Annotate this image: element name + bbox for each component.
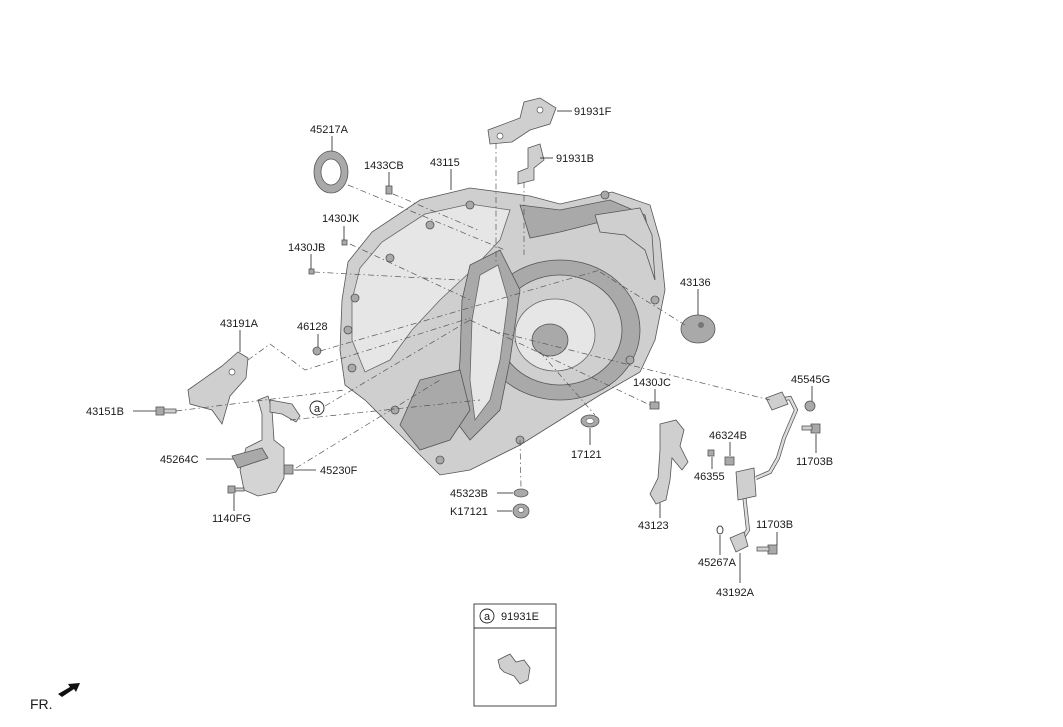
assembly-lines	[175, 143, 771, 489]
plug-45230F[interactable]	[283, 464, 294, 475]
front-arrow-icon	[58, 683, 80, 697]
bolt-45545G[interactable]	[804, 400, 816, 412]
reference-marker-a: a	[309, 400, 325, 416]
label-43151B[interactable]: 43151B	[86, 406, 124, 418]
callout-part-label[interactable]: 91931E	[501, 611, 539, 623]
label-43115[interactable]: 43115	[430, 157, 460, 169]
front-indicator: FR.	[30, 683, 80, 712]
callout-box-91931E: a 91931E	[473, 603, 557, 707]
label-17121[interactable]: 17121	[571, 449, 602, 461]
bracket-91931F[interactable]	[487, 97, 557, 145]
label-46355[interactable]: 46355	[694, 471, 725, 483]
bracket-91931E[interactable]	[497, 653, 531, 685]
plug-46128[interactable]	[312, 346, 322, 356]
bolt-43151B[interactable]	[155, 406, 177, 416]
oil-seal-45217A[interactable]	[313, 150, 349, 194]
label-43123[interactable]: 43123	[638, 520, 669, 532]
label-1430JK[interactable]: 1430JK	[322, 213, 360, 225]
pin-1430JC[interactable]	[649, 401, 660, 410]
pin-1430JB[interactable]	[308, 268, 315, 275]
bolt-1140FG[interactable]	[227, 485, 245, 494]
label-45264C[interactable]: 45264C	[160, 454, 199, 466]
transmission-case[interactable]	[339, 187, 666, 476]
label-1430JB[interactable]: 1430JB	[288, 242, 325, 254]
leader-lines	[133, 110, 817, 583]
label-43136[interactable]: 43136	[680, 277, 711, 289]
bracket-43191A[interactable]	[187, 351, 249, 425]
bracket-91931B[interactable]	[517, 143, 545, 185]
marker-a-text: a	[314, 403, 321, 415]
label-45230F[interactable]: 45230F	[320, 465, 358, 477]
part-labels: 91931F 45217A 1433CB 43115 91931B 1430JK…	[86, 106, 833, 599]
pin-46324B[interactable]	[724, 456, 735, 466]
label-46324B[interactable]: 46324B	[709, 430, 747, 442]
pin-1430JK[interactable]	[341, 239, 348, 246]
label-45323B[interactable]: 45323B	[450, 488, 488, 500]
label-1430JC[interactable]: 1430JC	[633, 377, 671, 389]
pin-46355[interactable]	[707, 449, 715, 457]
plug-43136[interactable]	[680, 314, 716, 344]
callout-marker-circle	[479, 608, 495, 624]
label-11703B-top[interactable]: 11703B	[796, 456, 833, 468]
label-45217A[interactable]: 45217A	[310, 124, 349, 136]
pin-1433CB[interactable]	[385, 185, 393, 195]
label-1140FG[interactable]: 1140FG	[212, 513, 251, 525]
front-text: FR.	[30, 696, 53, 712]
label-43191A[interactable]: 43191A	[220, 318, 259, 330]
shift-fork-43123[interactable]	[649, 419, 689, 505]
label-43192A[interactable]: 43192A	[716, 587, 755, 599]
label-K17121[interactable]: K17121	[450, 506, 488, 518]
label-1433CB[interactable]: 1433CB	[364, 160, 404, 172]
label-45545G[interactable]: 45545G	[791, 374, 830, 386]
label-91931F[interactable]: 91931F	[574, 106, 612, 118]
label-11703B-bottom[interactable]: 11703B	[756, 519, 793, 531]
hose-43192A[interactable]	[729, 391, 799, 553]
o-ring-45267A[interactable]	[716, 525, 724, 535]
callout-marker-text: a	[484, 611, 491, 623]
washer-45323B[interactable]	[513, 488, 529, 498]
washer-17121[interactable]	[580, 414, 600, 428]
bolt-11703B-top[interactable]	[801, 423, 821, 434]
label-46128[interactable]: 46128	[297, 321, 328, 333]
tube-45264C[interactable]	[231, 395, 301, 497]
bolt-11703B-bottom[interactable]	[756, 544, 778, 555]
label-45267A[interactable]: 45267A	[698, 557, 737, 569]
label-91931B[interactable]: 91931B	[556, 153, 594, 165]
nut-K17121[interactable]	[512, 503, 530, 519]
